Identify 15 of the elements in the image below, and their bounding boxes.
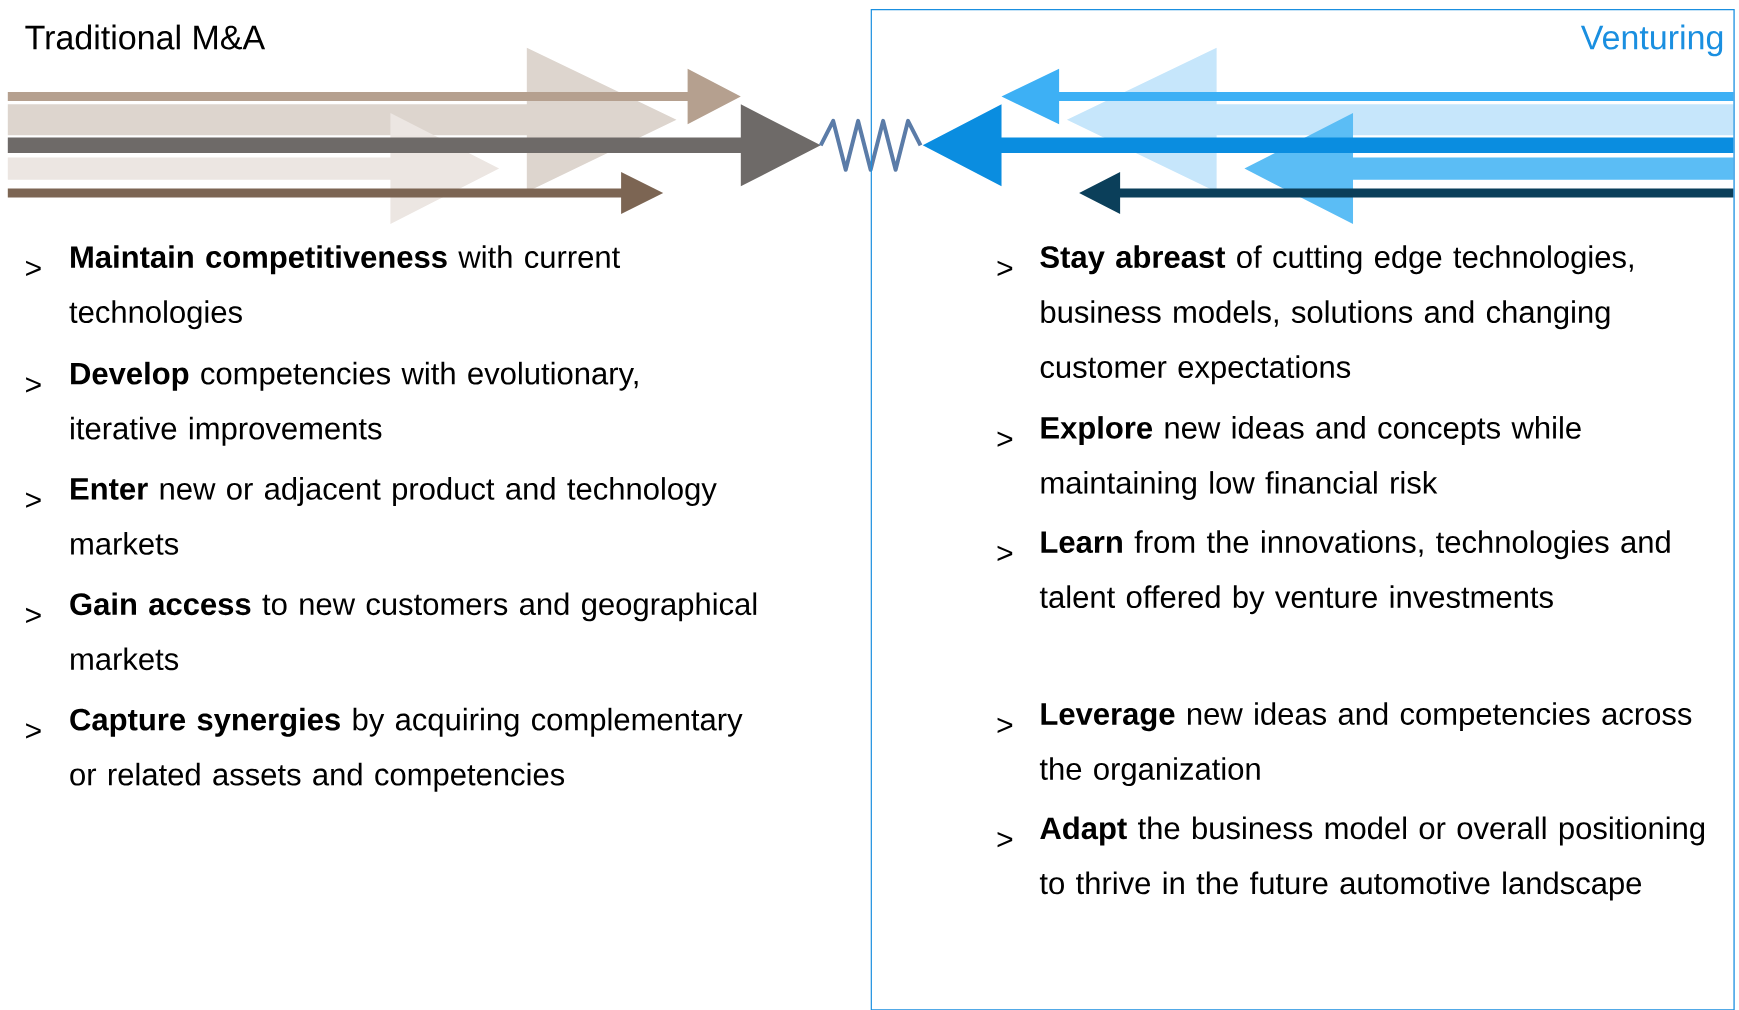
bullet-marker: > [26, 492, 41, 508]
bullet-marker: > [997, 260, 1013, 276]
bullet-marker: > [26, 377, 41, 393]
bullet-marker: > [26, 260, 41, 276]
bullet-marker: > [26, 607, 41, 624]
bullet-marker: > [26, 723, 41, 739]
bullet-text: Capture synergies by acquiring complementary or related assets and competencies [70, 707, 743, 792]
bullet-marker: > [997, 431, 1013, 447]
bullet-marker: > [997, 545, 1013, 561]
bullet-text: Adapt the business model or overall positioning to thrive in the future automotive landscape [1039, 816, 1705, 901]
bullet-marker: > [997, 831, 1013, 848]
heading: Venturing [1580, 24, 1723, 57]
bullet-text: Learn from the innovations, technologies and talent offered by venture investments [1039, 530, 1670, 615]
bullet-marker: > [997, 717, 1013, 733]
heading: Traditional M&A [25, 24, 266, 50]
